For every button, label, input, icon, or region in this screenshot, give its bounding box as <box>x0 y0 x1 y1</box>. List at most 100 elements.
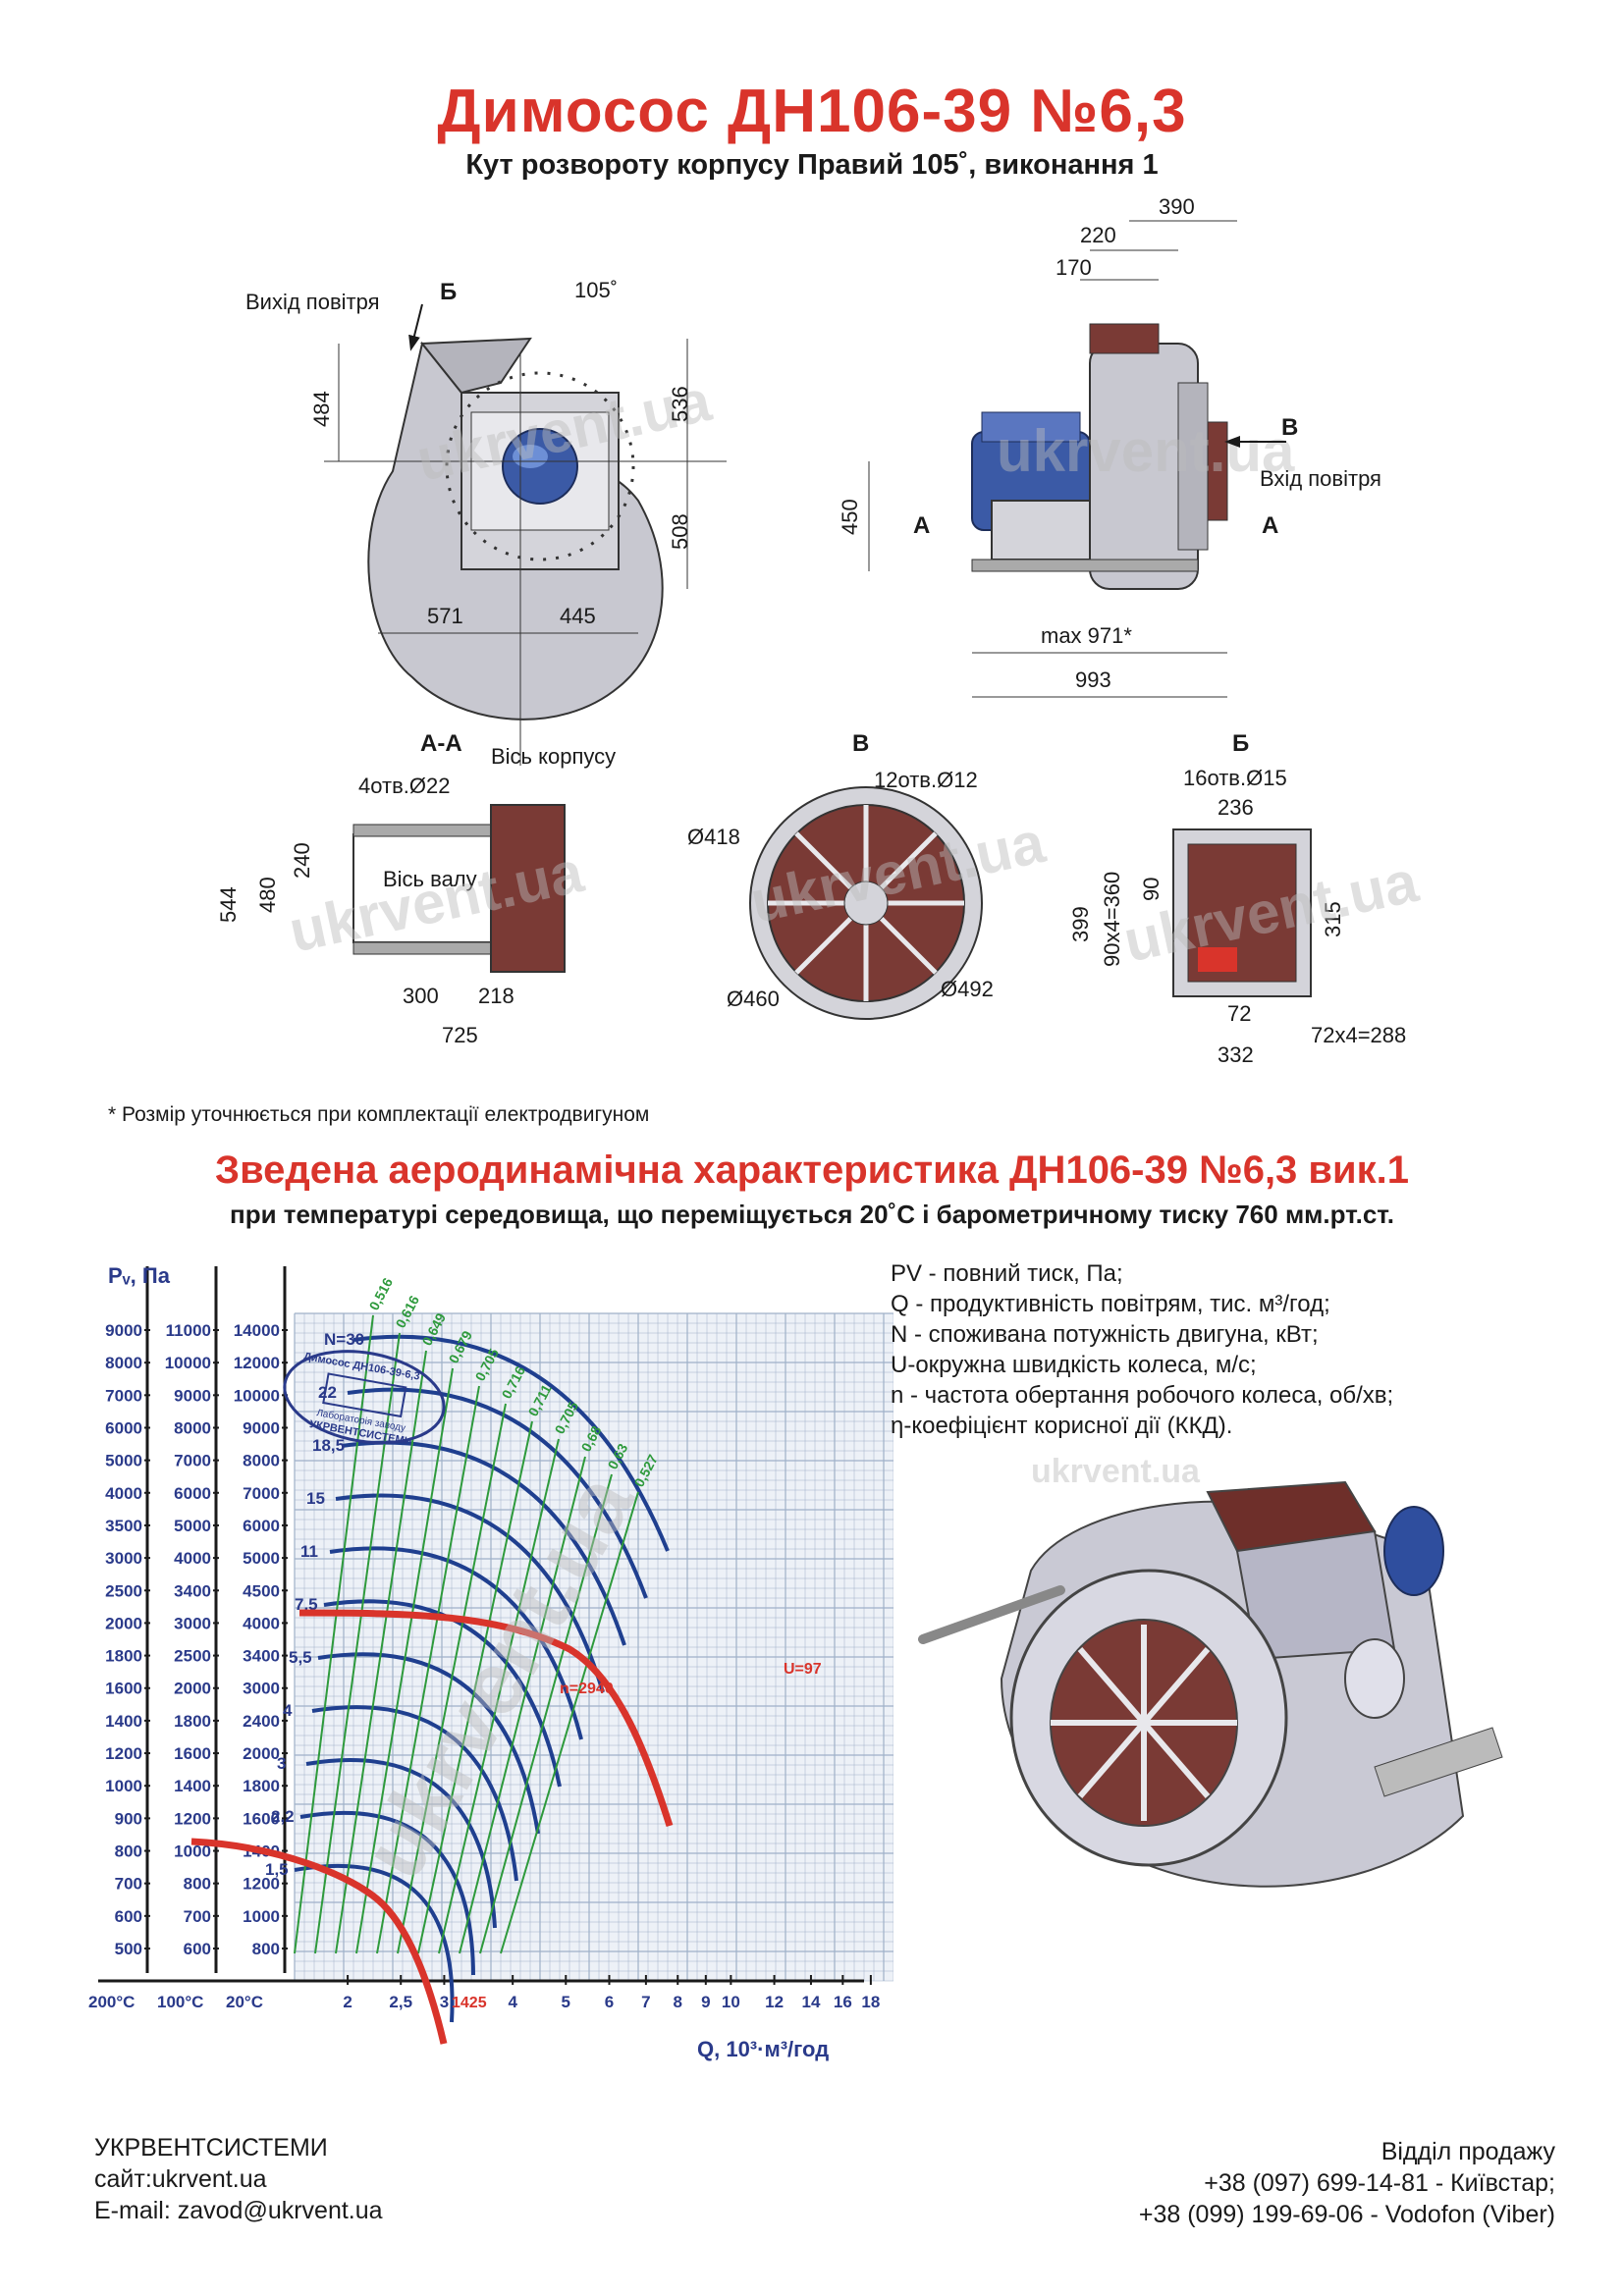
holes-b-label: 16отв.Ø15 <box>1183 766 1287 790</box>
section-aa-title: А-А <box>420 730 462 757</box>
power-label: 5,5 <box>289 1648 312 1667</box>
dim-536: 536 <box>668 386 692 422</box>
aerodynamic-chart: Pᵥ, Па Q, 10³·м³/год 9000800070006000500… <box>88 1263 893 2061</box>
y-tick-label: 1200 <box>174 1809 211 1828</box>
x-tick-label: 7 <box>641 1993 650 2011</box>
y-tick-label: 9000 <box>243 1418 280 1437</box>
y-tick-label: 1400 <box>105 1712 142 1731</box>
dim-571: 571 <box>427 604 463 628</box>
y-tick-label: 1600 <box>105 1680 142 1698</box>
pressure-curve <box>299 1811 475 1976</box>
y-tick-label: 1800 <box>243 1777 280 1795</box>
shaft-axis-label: Вісь валу <box>383 867 477 891</box>
dim-544: 544 <box>216 886 241 923</box>
y-tick-label: 9000 <box>174 1386 211 1405</box>
footer-contacts: УКРВЕНТСИСТЕМИ сайт:ukrvent.ua E-mail: z… <box>94 2132 383 2226</box>
site-link[interactable]: сайт:ukrvent.ua <box>94 2165 267 2193</box>
section-v: В 12отв.Ø12 Ø418 Ø460 Ø492 ukrvent.ua <box>687 730 1051 1020</box>
chart-grid <box>294 1312 893 1982</box>
y-tick-label: 10000 <box>165 1354 211 1372</box>
y-tick-label: 1200 <box>243 1875 280 1894</box>
y-tick-label: 800 <box>252 1940 280 1958</box>
holes-aa-label: 4отв.Ø22 <box>358 774 450 798</box>
section-aa: А-А Вісь корпусу 4отв.Ø22 Вісь валу 544 … <box>216 730 616 1047</box>
x-tick-label: 3 <box>440 1993 449 2011</box>
y-tick-label: 6000 <box>174 1484 211 1503</box>
page-title: Димосос ДН106-39 №6,3 <box>437 78 1187 145</box>
section-mark-a-left: А <box>913 512 930 539</box>
y-tick-label: 1600 <box>174 1744 211 1763</box>
dim-450: 450 <box>838 499 862 535</box>
legend-item-rpm: n - частота обертання робочого колеса, о… <box>891 1382 1394 1409</box>
product-render: ukrvent.ua <box>918 1453 1503 1888</box>
y-tick-label: 700 <box>184 1907 211 1926</box>
efficiency-lines <box>294 1314 639 1954</box>
y-tick-label: 1600 <box>243 1809 280 1828</box>
x-tick-label: 14 <box>801 1993 820 2011</box>
power-label: 18,5 <box>312 1436 345 1455</box>
body-axis-label: Вісь корпусу <box>491 744 616 769</box>
y-tick-label: 8000 <box>105 1354 142 1372</box>
y-tick-label: 2500 <box>174 1647 211 1666</box>
technical-drawings: ukrvent.ua Вихід повітря Б 105˚ 484 536 … <box>216 194 1424 1067</box>
x-tick-label: 10 <box>722 1993 740 2011</box>
y-tick-label: 2400 <box>243 1712 280 1731</box>
y-tick-label: 10000 <box>234 1386 280 1405</box>
efficiency-line <box>335 1350 427 1954</box>
y-tick-label: 3000 <box>243 1680 280 1698</box>
y-tick-label: 3000 <box>174 1614 211 1632</box>
y-tick-label: 4000 <box>105 1484 142 1503</box>
y-tick-label: 1400 <box>174 1777 211 1795</box>
dim-240: 240 <box>290 842 314 879</box>
pressure-curve <box>347 1387 648 1599</box>
section-mark-a-right: А <box>1262 512 1278 539</box>
section-mark-v: В <box>1281 414 1298 441</box>
dim-480: 480 <box>255 877 280 913</box>
y-tick-label: 6000 <box>105 1418 142 1437</box>
phone-1[interactable]: +38 (097) 699-14-81 - Київстар; <box>1204 2169 1555 2197</box>
x-tick-label: 4 <box>508 1993 517 2011</box>
efficiency-line <box>500 1491 639 1954</box>
y-tick-label: 600 <box>115 1907 142 1926</box>
temperature-label: 200°C <box>88 1993 135 2011</box>
dim-399: 399 <box>1068 906 1093 942</box>
efficiency-line <box>355 1367 454 1954</box>
dim-90x4: 90x4=360 <box>1100 872 1124 967</box>
x-tick-label: 6 <box>605 1993 614 2011</box>
section-v-title: В <box>852 730 869 757</box>
dim-315: 315 <box>1321 901 1345 937</box>
dim-72x4: 72x4=288 <box>1311 1023 1406 1047</box>
footer-sales: Відділ продажу +38 (097) 699-14-81 - Киї… <box>1139 2136 1555 2230</box>
y-tick-label: 11000 <box>166 1321 211 1340</box>
watermark: ukrvent.ua <box>997 418 1295 484</box>
outlet-label: Вихід повітря <box>245 290 380 314</box>
speed-curve-2940 <box>298 1609 674 1828</box>
power-label: 22 <box>318 1383 337 1402</box>
email-link[interactable]: E-mail: zavod@ukrvent.ua <box>94 2197 383 2224</box>
power-label: 3 <box>277 1754 286 1773</box>
legend-item-u: U-окружна швидкість колеса, м/с; <box>891 1352 1257 1378</box>
speed-label-1425: 1425 <box>452 1995 487 2011</box>
y-tick-label: 500 <box>115 1940 142 1958</box>
side-view: ukrvent.ua 390 220 170 В Вхід повітря 45… <box>838 194 1381 698</box>
section-b: Б 16отв.Ø15 236 399 90x4=360 90 315 72 7… <box>1068 730 1424 1067</box>
y-tick-label: 1000 <box>105 1777 142 1795</box>
efficiency-line <box>438 1438 560 1954</box>
x-tick-label: 9 <box>701 1993 710 2011</box>
y-tick-label: 800 <box>184 1875 211 1894</box>
efficiency-line <box>479 1473 613 1954</box>
dim-725: 725 <box>442 1023 478 1047</box>
speed-curve-1425 <box>190 1838 448 2045</box>
sales-title: Відділ продажу <box>1380 2138 1555 2165</box>
y-tick-label: 14000 <box>234 1321 280 1340</box>
y-tick-label: 1800 <box>174 1712 211 1731</box>
phone-2[interactable]: +38 (099) 199-69-06 - Vodofon (Viber) <box>1138 2201 1555 2228</box>
y-tick-label: 2000 <box>105 1614 142 1632</box>
dim-max-971: max 971* <box>1041 623 1132 648</box>
power-label: 4 <box>283 1701 293 1720</box>
y-tick-label: 4000 <box>174 1549 211 1568</box>
dim-508: 508 <box>668 513 692 550</box>
power-label: 2,2 <box>271 1807 295 1826</box>
